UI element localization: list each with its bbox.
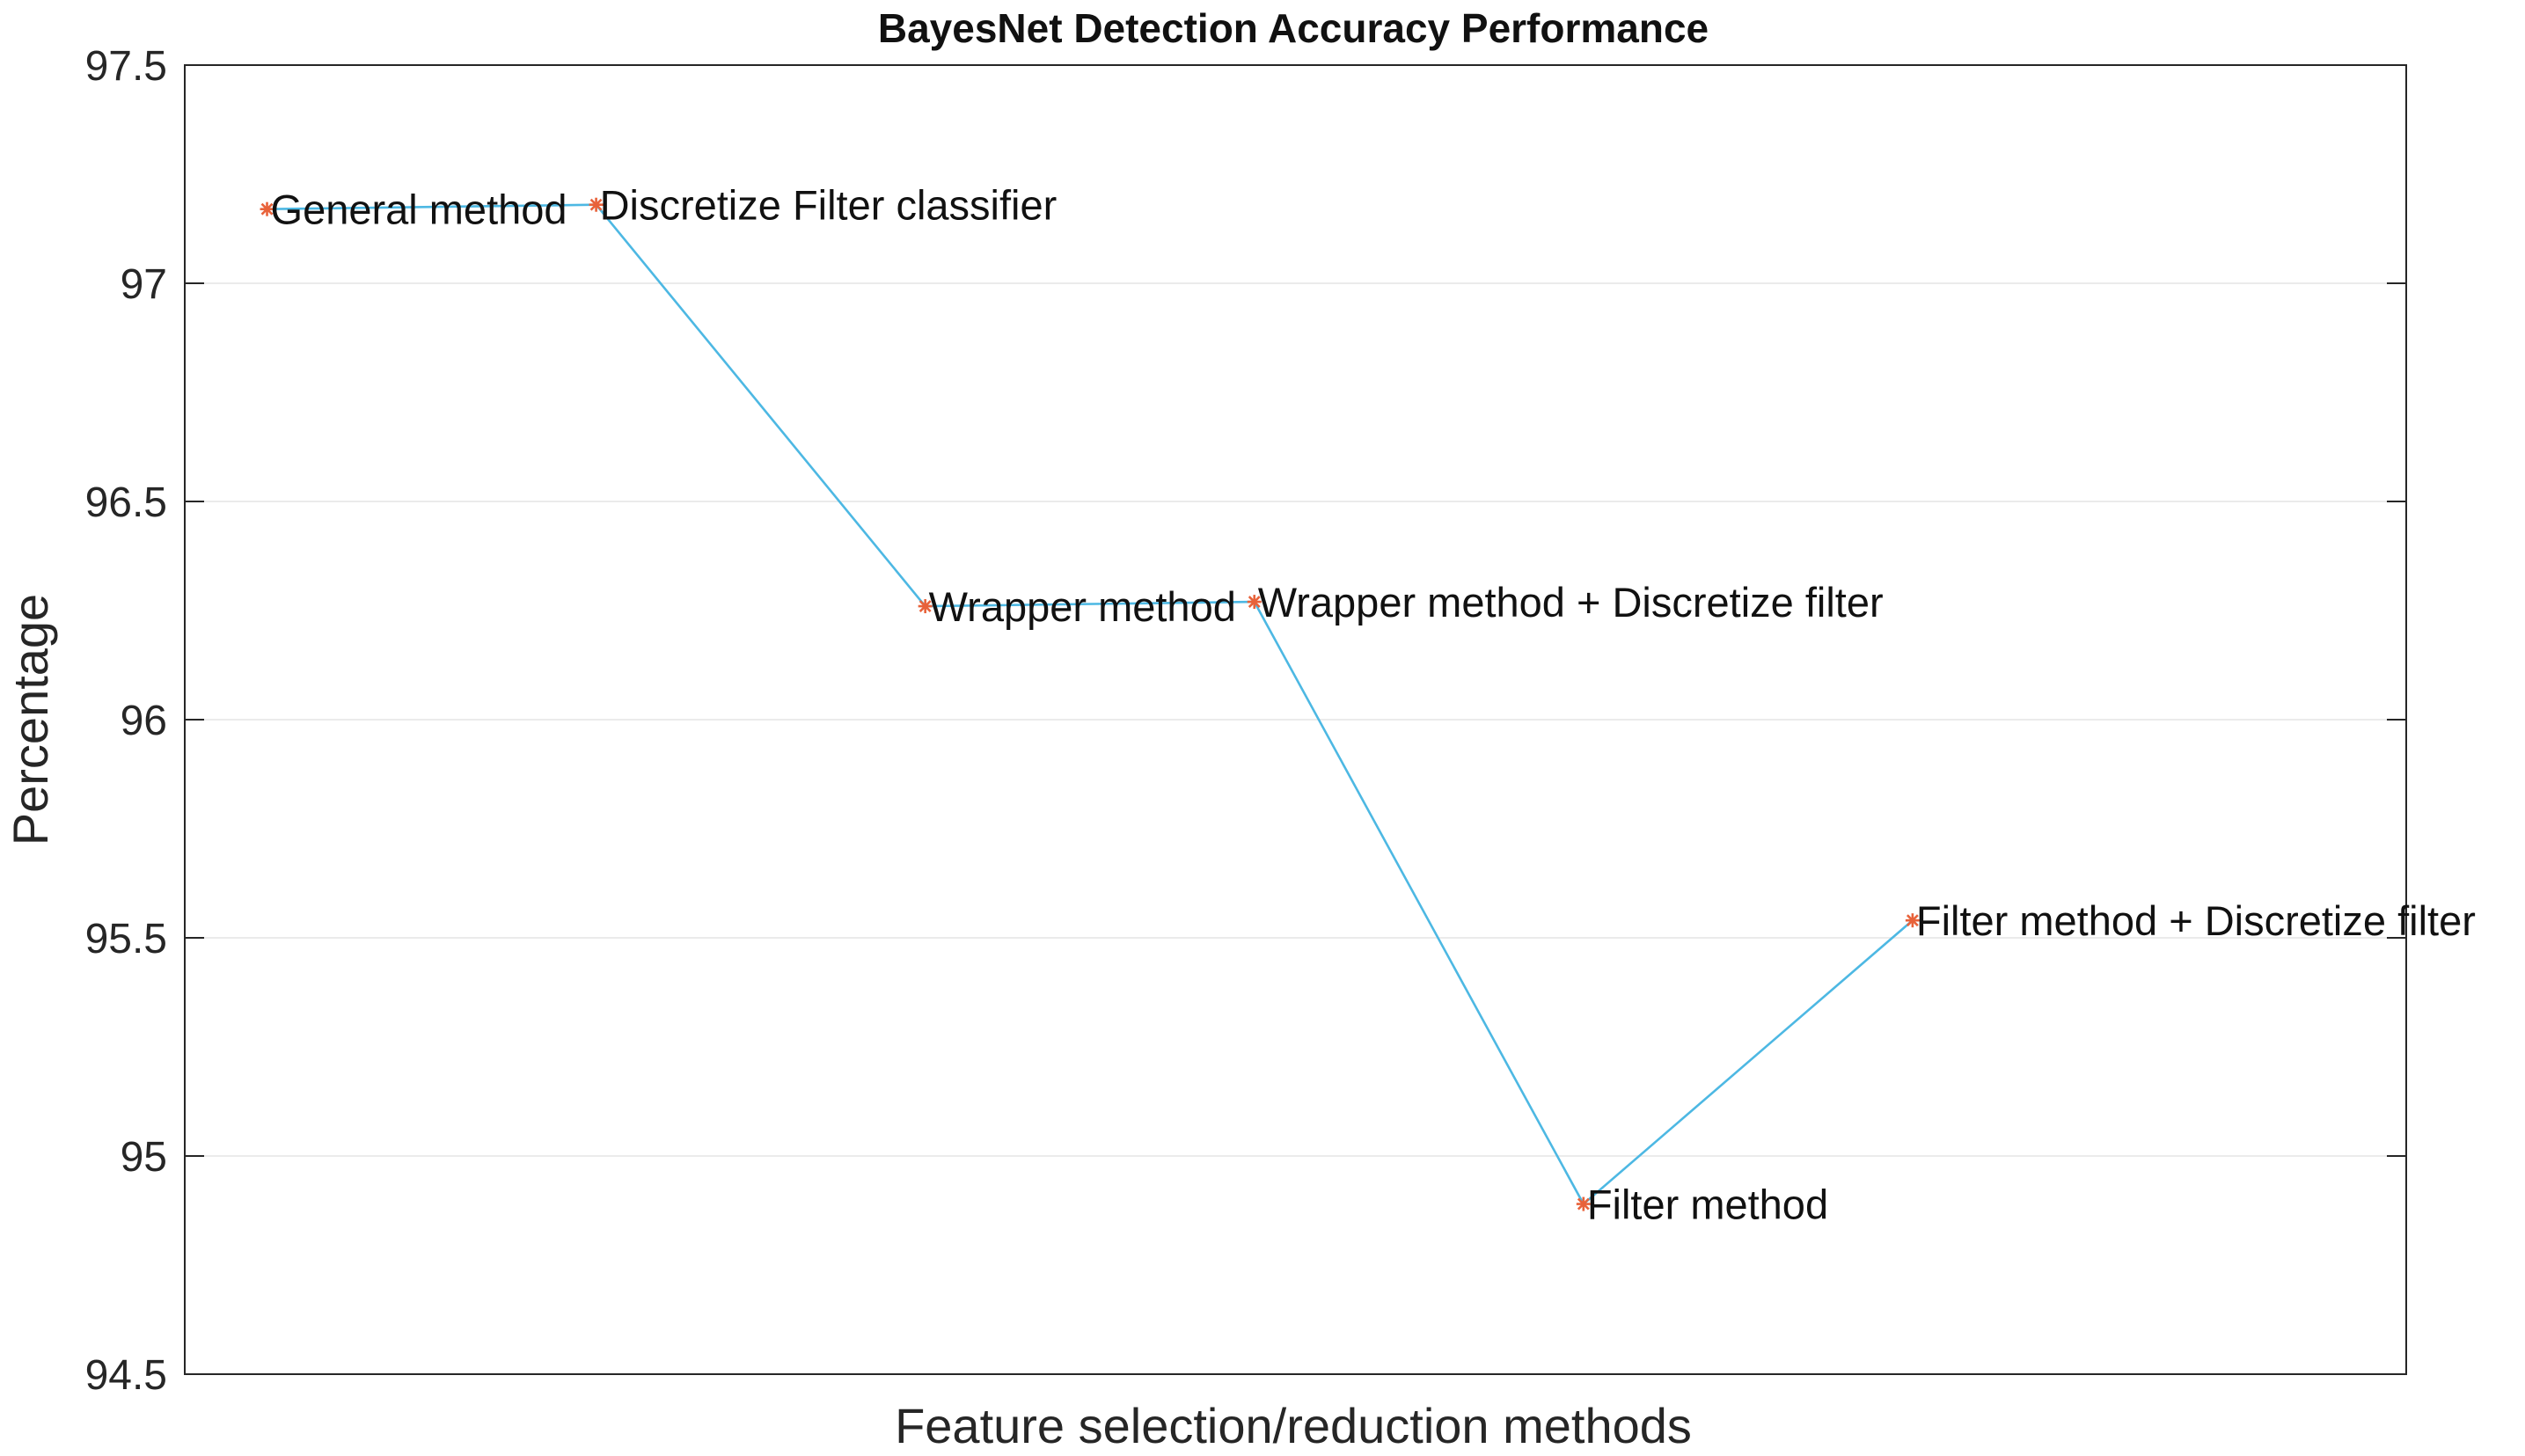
accuracy-series <box>260 197 1920 1211</box>
data-point-marker <box>589 197 604 212</box>
data-point-label: Discretize Filter classifier <box>600 182 1058 229</box>
data-point-marker <box>1247 595 1262 610</box>
data-point-label: Wrapper method + Discretize filter <box>1258 579 1884 626</box>
data-point-label: General method <box>271 187 567 233</box>
y-tick-label: 96 <box>121 698 167 744</box>
y-tick-label: 94.5 <box>85 1352 167 1399</box>
y-tick-label: 95.5 <box>85 916 167 962</box>
data-point-marker <box>918 599 933 614</box>
y-tick-label: 95 <box>121 1134 167 1181</box>
y-axis-ticks: 94.5 95 95.5 96 96.5 97 97.5 <box>85 43 2406 1399</box>
y-axis-label: Percentage <box>3 594 58 845</box>
data-point-marker <box>1576 1196 1591 1211</box>
chart-title: BayesNet Detection Accuracy Performance <box>878 5 1709 51</box>
data-point-marker <box>1905 913 1920 928</box>
x-axis-label: Feature selection/reduction methods <box>895 1398 1692 1453</box>
data-point-label: Filter method + Discretize filter <box>1916 897 2476 944</box>
data-point-label: Wrapper method <box>929 583 1236 630</box>
point-labels: General method Discretize Filter classifi… <box>271 182 2476 1228</box>
data-point-label: Filter method <box>1587 1182 1828 1228</box>
grid-lines <box>185 282 2406 1157</box>
y-tick-label: 96.5 <box>85 479 167 526</box>
data-point-marker <box>260 201 274 216</box>
series-line <box>267 203 1914 1206</box>
y-tick-label: 97 <box>121 261 167 308</box>
y-tick-label: 97.5 <box>85 43 167 90</box>
